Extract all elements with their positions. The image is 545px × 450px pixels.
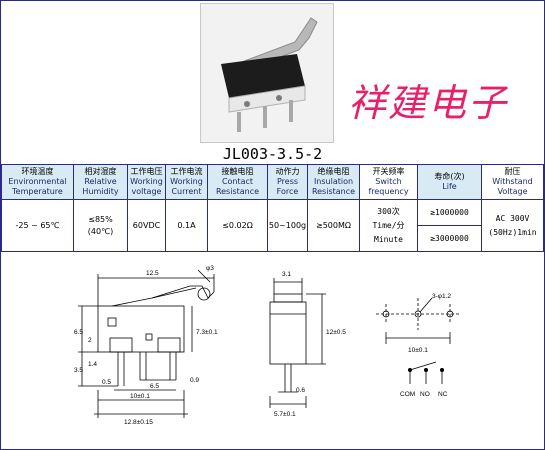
dim-label: 2 <box>88 337 92 344</box>
technical-drawing: 12.5 φ3 6.5 2 7.3±0.1 3.5 1.4 0.5 0.9 6.… <box>74 265 460 426</box>
value-cell: ≥500MΩ <box>307 199 360 252</box>
value-row: -25 ~ 65℃ ≤85%(40℃) 60VDC 0.1A ≤0.02Ω 50… <box>1 199 544 252</box>
dim-label: 3.5 <box>74 367 83 374</box>
value-cell: ≥1000000 <box>417 199 482 226</box>
value-cell: ≤85%(40℃) <box>73 199 128 252</box>
schematic-label-com: COM <box>400 391 415 398</box>
product-photo <box>200 3 334 143</box>
value-cell: 50~100g <box>267 199 308 252</box>
dim-label: 1.4 <box>88 361 97 368</box>
schematic-label-no: NO <box>420 391 430 398</box>
dim-label: φ3 <box>206 265 214 272</box>
value-cell: ≤0.02Ω <box>207 199 268 252</box>
dim-label: 6.5 <box>74 329 83 336</box>
dim-label: 0.5 <box>102 379 111 386</box>
dim-label: 6.5 <box>150 383 159 390</box>
dim-label: 7.3±0.1 <box>196 329 218 336</box>
value-cell: 0.1A <box>165 199 208 252</box>
value-row: ≥3000000 <box>2 225 544 252</box>
value-cell: ≥3000000 <box>417 225 482 252</box>
dim-label: 3.1 <box>282 271 291 278</box>
brand-logo: 祥建电子 <box>348 81 509 125</box>
dim-label: 12.8±0.15 <box>124 419 153 426</box>
dim-label: 0.6 <box>296 387 305 394</box>
schematic-label-nc: NC <box>438 391 448 398</box>
dim-label: 10±0.1 <box>130 393 150 400</box>
dim-label: 3-φ1.2 <box>432 293 451 300</box>
value-cell: -25 ~ 65℃ <box>1 199 74 252</box>
header-cell: 寿命(次)Life <box>417 164 482 200</box>
dim-label: 12±0.5 <box>326 329 346 336</box>
value-cell: AC 300V(50Hz)1min <box>481 199 544 252</box>
value-cell: 60VDC <box>127 199 166 252</box>
dim-label: 0.9 <box>190 377 199 384</box>
dim-label: 10±0.1 <box>408 347 428 354</box>
dim-label: 12.5 <box>146 270 159 277</box>
dim-label: 5.7±0.1 <box>274 411 296 418</box>
model-number: JL003-3.5-2 <box>222 145 323 163</box>
